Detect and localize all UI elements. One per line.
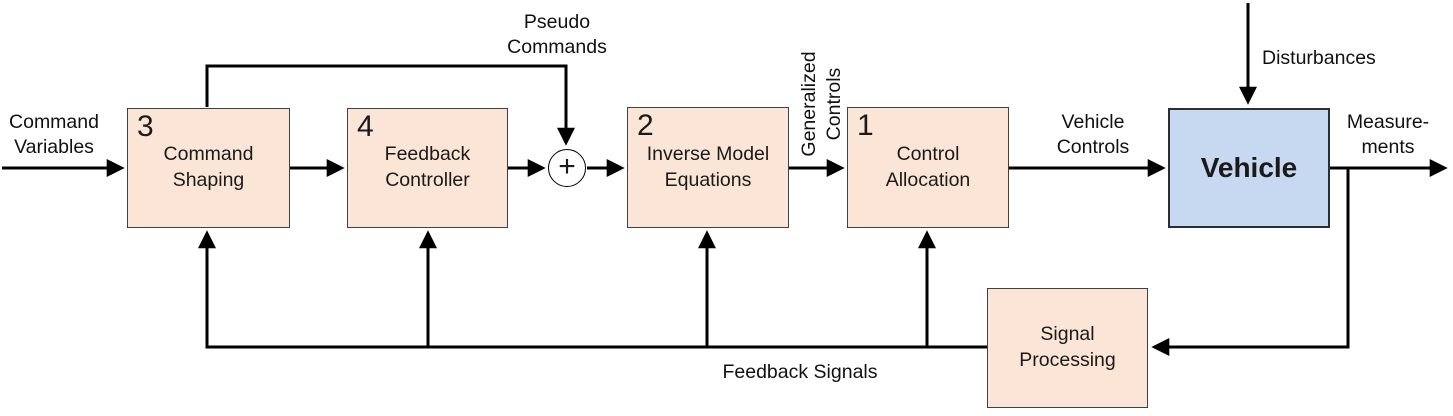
line-measurements-to-signal-processing bbox=[1151, 168, 1350, 356]
label-generalized-controls: Generalized Controls bbox=[798, 51, 845, 157]
label-measurements: Measure- ments bbox=[1346, 111, 1430, 159]
block-feedback-controller: 4 Feedback Controller bbox=[347, 108, 508, 228]
feedback-line-to-command-shaping bbox=[198, 230, 987, 349]
label-command-variables: Command Variables bbox=[9, 111, 99, 159]
label-feedback-signals: Feedback Signals bbox=[722, 361, 878, 383]
plus-icon: + bbox=[558, 149, 576, 183]
block-label-command-shaping: Command Shaping bbox=[163, 143, 254, 191]
block-signal-processing: Signal Processing bbox=[987, 288, 1148, 408]
block-number-4: 4 bbox=[357, 110, 374, 143]
block-number-2: 2 bbox=[637, 109, 654, 142]
label-pseudo-commands: Pseudo Commands bbox=[507, 11, 607, 59]
block-number-1: 1 bbox=[857, 109, 874, 142]
block-number-3: 3 bbox=[137, 110, 154, 143]
sum-junction: + bbox=[548, 149, 586, 187]
block-label-inverse-model-equations: Inverse Model Equations bbox=[646, 142, 770, 191]
block-label-signal-processing: Signal Processing bbox=[1019, 323, 1116, 371]
block-label-control-allocation: Control Allocation bbox=[885, 142, 971, 191]
block-vehicle: Vehicle bbox=[1168, 108, 1330, 228]
line-pseudo-commands-to-sum bbox=[205, 64, 575, 146]
block-control-allocation: 1 Control Allocation bbox=[847, 107, 1009, 228]
block-label-feedback-controller: Feedback Controller bbox=[384, 143, 471, 191]
block-inverse-model-equations: 2 Inverse Model Equations bbox=[627, 107, 789, 228]
label-vehicle-controls: Vehicle Controls bbox=[1056, 111, 1130, 159]
block-label-vehicle: Vehicle bbox=[1200, 151, 1298, 183]
block-command-shaping: 3 Command Shaping bbox=[127, 108, 290, 228]
label-disturbances: Disturbances bbox=[1262, 47, 1376, 69]
